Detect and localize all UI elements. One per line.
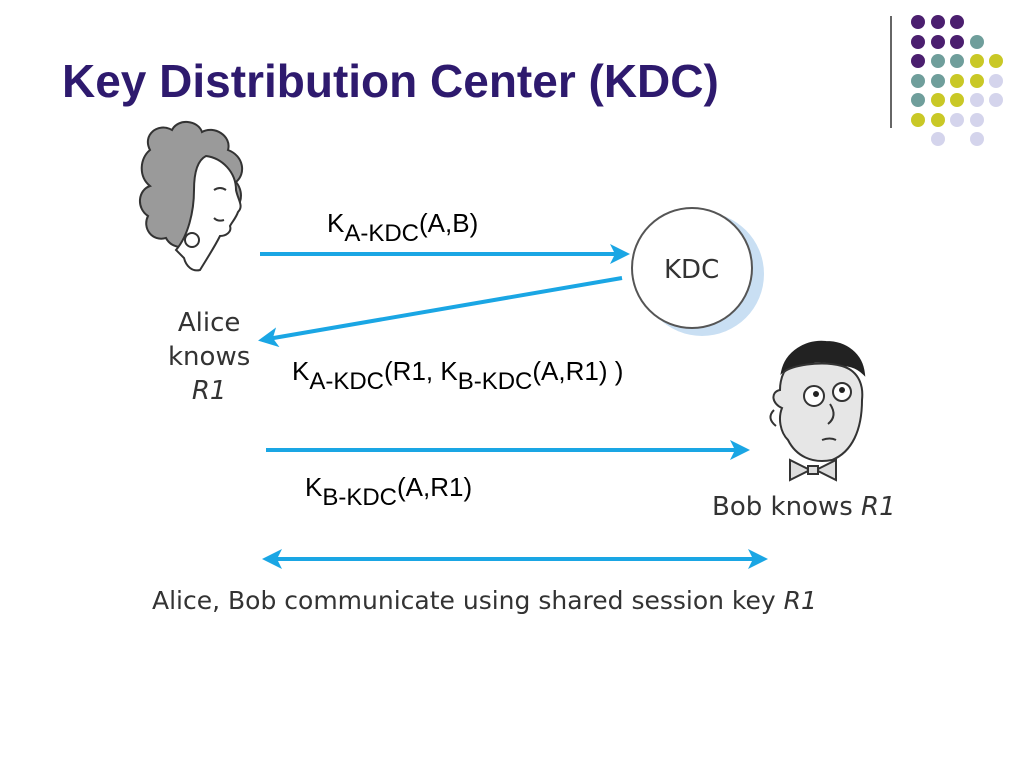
bob-bowtie <box>789 458 837 482</box>
decorative-dot <box>989 54 1003 68</box>
decorative-dot <box>930 54 945 68</box>
decorative-dot <box>911 93 925 107</box>
message-1-label: KA-KDC(A,B) <box>327 208 479 247</box>
decorative-dot <box>911 112 925 127</box>
decorative-dot <box>950 93 964 107</box>
decorative-dot <box>969 112 984 127</box>
title-divider <box>890 16 892 128</box>
decorative-dot <box>930 112 945 127</box>
alice-knows-label: Alice knows R1 <box>168 306 250 408</box>
alice-label-line2: knows <box>168 342 251 372</box>
bob-figure <box>769 340 866 482</box>
alice-label-line3: R1 <box>191 376 227 406</box>
bob-face <box>772 362 864 462</box>
decorative-dot <box>989 73 1003 88</box>
decorative-dot <box>969 132 984 146</box>
decorative-dot <box>950 54 964 68</box>
decorative-dot <box>989 93 1003 107</box>
decorative-dot <box>969 73 984 88</box>
slide-title: Key Distribution Center (KDC) <box>62 55 719 107</box>
message-2-label: KA-KDC(R1, KB-KDC(A,R1) ) <box>292 356 624 395</box>
bob-knows-label: Bob knows R1 <box>712 492 896 522</box>
session-key-label: Alice, Bob communicate using shared sess… <box>152 586 817 615</box>
decorative-dot <box>911 15 925 29</box>
decorative-dot <box>930 73 945 88</box>
decorative-dot <box>930 15 945 29</box>
kdc-node <box>631 207 764 336</box>
decorative-dot <box>950 73 964 88</box>
decorative-dot <box>950 112 964 127</box>
alice-label-line1: Alice <box>177 308 241 338</box>
decorative-dot <box>969 93 984 107</box>
decorative-dot <box>911 73 925 88</box>
decorative-dot <box>930 34 945 49</box>
alice-face <box>174 154 242 272</box>
message-3-label: KB-KDC(A,R1) <box>305 472 473 511</box>
decorative-dot <box>950 15 964 29</box>
decorative-dot <box>969 34 984 49</box>
decorative-dot <box>950 34 964 49</box>
decorative-dot <box>911 34 925 49</box>
arrow-kdc-to-alice <box>258 276 623 348</box>
decorative-dot <box>930 132 945 146</box>
alice-figure <box>139 121 244 272</box>
kdc-label: KDC <box>664 255 720 285</box>
decorative-dot <box>930 93 945 107</box>
decorative-dot <box>911 54 925 68</box>
decorative-dot <box>969 54 984 68</box>
